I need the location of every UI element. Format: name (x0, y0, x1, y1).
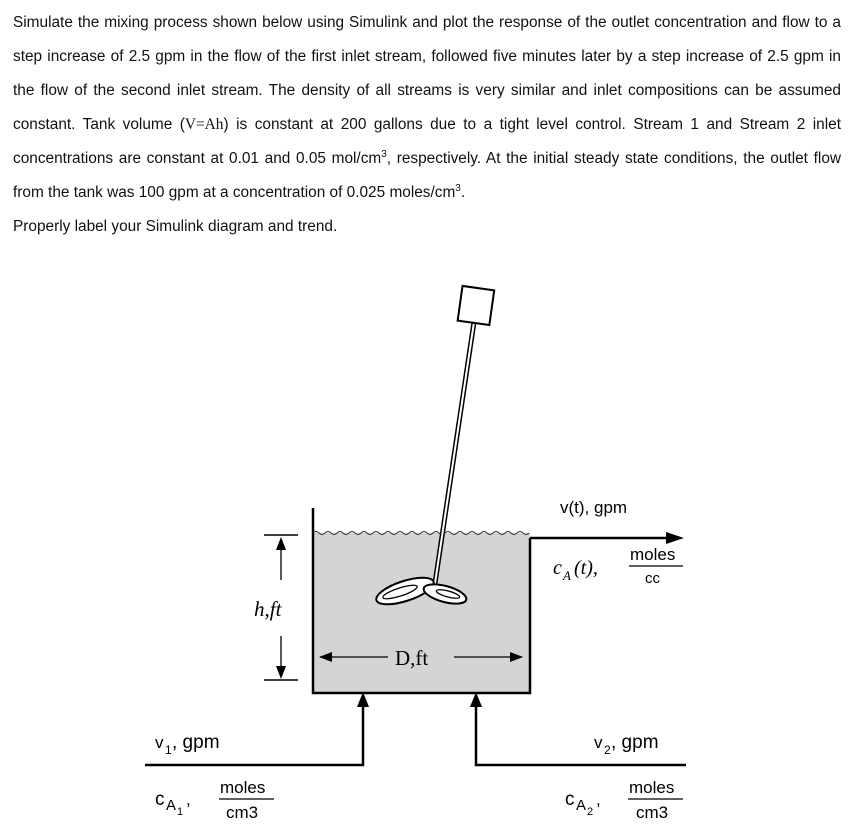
inlet2-flow-unit: , gpm (611, 732, 659, 753)
outlet-conc-sub: A (562, 568, 571, 583)
inlet2-flow-symbol: v (594, 733, 603, 752)
inlet2-conc-subsub: 2 (587, 806, 593, 818)
inlet2-arrow-head (470, 692, 482, 707)
impeller (375, 576, 468, 606)
outlet-flow-label: v(t), gpm (560, 498, 627, 517)
problem-text-part2: ) is constant at 200 gallons due to a ti… (13, 116, 841, 167)
outlet-conc-label: c A (t), (553, 557, 598, 583)
diameter-label: D,ft (395, 646, 428, 670)
inlet1-conc-numerator: moles (220, 778, 265, 797)
problem-text-part3: , respectively. At the initial steady st… (13, 150, 841, 201)
cubed-superscript-2: 3 (455, 182, 461, 194)
inlet2-conc-sub: A (576, 797, 586, 814)
liquid-surface (312, 531, 530, 535)
inlet1-conc-sub: A (166, 797, 176, 814)
inlet2-conc-label: c A 2 , (565, 789, 601, 818)
volume-formula: V=Ah (184, 116, 224, 133)
inlet2-flow-label: v 2 , gpm (594, 732, 659, 757)
cubed-superscript: 3 (381, 148, 387, 160)
outlet-conc-denominator: cc (645, 570, 661, 587)
motor-box (456, 284, 496, 327)
inlet2-flow-sub: 2 (604, 743, 611, 757)
outlet-conc-arg: (t), (574, 557, 598, 579)
problem-text-part4: . (460, 184, 466, 201)
inlet2-conc-denominator: cm3 (636, 803, 668, 822)
inlet1-flow-unit: , gpm (172, 732, 220, 753)
inlet1-pipe (145, 705, 365, 767)
inlet1-flow-symbol: v (155, 733, 164, 752)
outlet-arrow-head (666, 532, 684, 544)
inlet1-conc-label: c A 1 , (155, 789, 191, 818)
problem-statement: Simulate the mixing process shown below … (13, 6, 841, 244)
tank-liquid (313, 533, 530, 693)
inlet1-arrow-head (357, 692, 369, 707)
outlet-conc-symbol: c (553, 557, 562, 579)
inlet1-conc-symbol: c (155, 789, 165, 810)
inlet1-conc-denominator: cm3 (226, 803, 258, 822)
height-label: h,ft (254, 597, 283, 621)
tank-wall (311, 508, 532, 695)
inlet1-flow-sub: 1 (165, 743, 172, 757)
svg-text:,: , (596, 790, 601, 809)
inlet2-conc-numerator: moles (629, 778, 674, 797)
outlet-conc-numerator: moles (630, 545, 675, 564)
problem-text-part1: Simulate the mixing process shown below … (13, 14, 841, 133)
problem-paragraph: Simulate the mixing process shown below … (13, 6, 841, 210)
inlet1-conc-subsub: 1 (177, 806, 183, 818)
inlet2-pipe (474, 705, 686, 767)
inlet1-flow-label: v 1 , gpm (155, 732, 220, 757)
problem-instruction: Properly label your Simulink diagram and… (13, 218, 338, 235)
svg-text:,: , (186, 790, 191, 809)
inlet2-conc-symbol: c (565, 789, 575, 810)
